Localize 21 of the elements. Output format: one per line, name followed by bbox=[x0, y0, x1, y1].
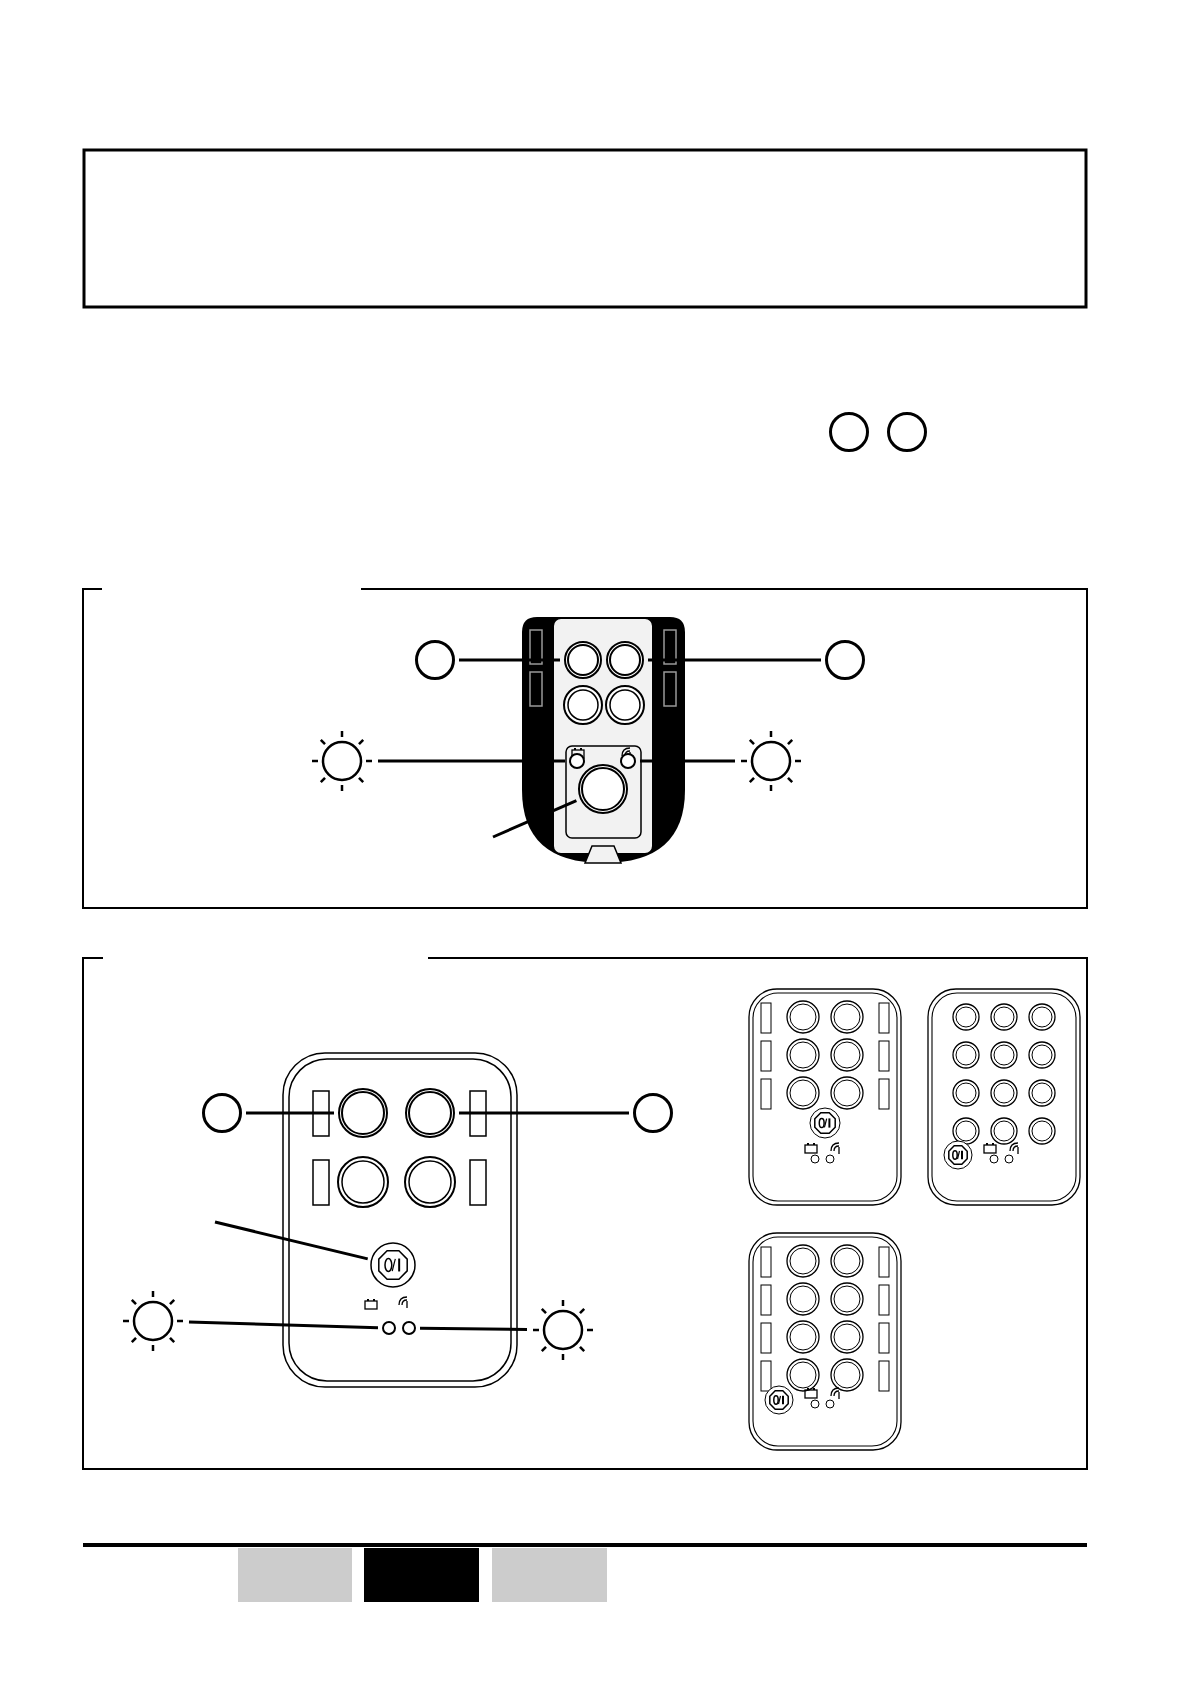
callout-circle bbox=[887, 412, 927, 452]
sun-icon bbox=[310, 729, 374, 793]
leader-line bbox=[459, 658, 560, 662]
sun-icon bbox=[121, 1289, 185, 1353]
leader-line bbox=[378, 759, 565, 763]
callout-circle bbox=[825, 640, 865, 680]
leader-line bbox=[246, 1111, 334, 1115]
power-button bbox=[369, 1241, 417, 1289]
leader-line bbox=[492, 799, 577, 839]
callout-circle bbox=[202, 1093, 242, 1133]
leader-line bbox=[640, 759, 735, 763]
callout-circle bbox=[829, 412, 869, 452]
leader-line bbox=[419, 1326, 528, 1332]
leader-line bbox=[214, 1220, 369, 1261]
leader-line bbox=[188, 1320, 379, 1330]
leader-line bbox=[648, 658, 821, 662]
callout-circle bbox=[415, 640, 455, 680]
callout-circle bbox=[633, 1093, 673, 1133]
sun-icon bbox=[739, 729, 803, 793]
sun-icon bbox=[531, 1298, 595, 1362]
leader-line bbox=[459, 1111, 629, 1115]
